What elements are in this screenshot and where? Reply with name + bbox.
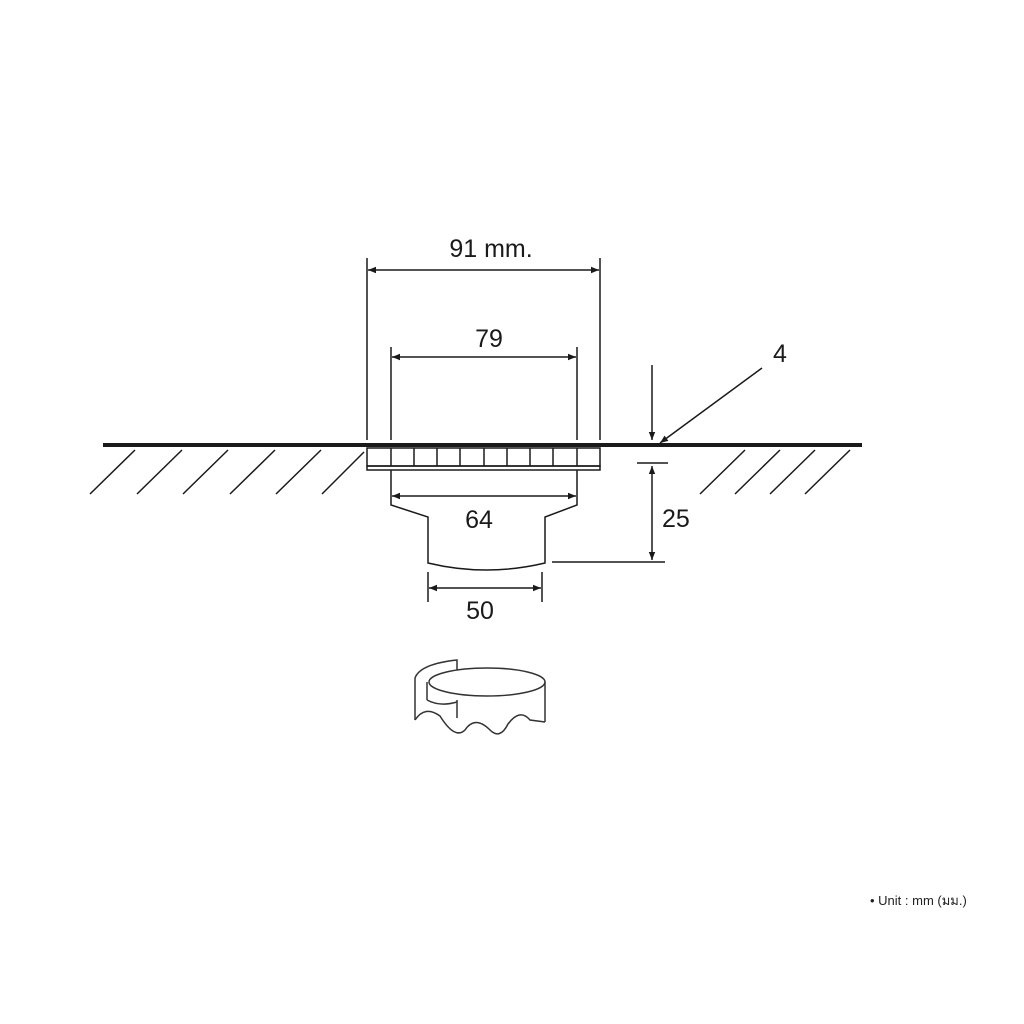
label-64: 64: [465, 506, 493, 534]
leader-arrow-4: [659, 367, 763, 444]
label-79: 79: [475, 325, 503, 353]
label-50: 50: [466, 597, 494, 625]
drain-trap-cup-icon: [414, 659, 546, 735]
grate: [366, 447, 601, 471]
label-91: 91 mm.: [449, 235, 532, 263]
label-25: 25: [662, 505, 690, 533]
extension-lines: [366, 258, 668, 602]
floor-hatching: [89, 449, 851, 495]
unit-note: • Unit : mm (มม.): [870, 893, 967, 908]
label-4: 4: [773, 340, 787, 368]
drain-body: [390, 470, 578, 571]
